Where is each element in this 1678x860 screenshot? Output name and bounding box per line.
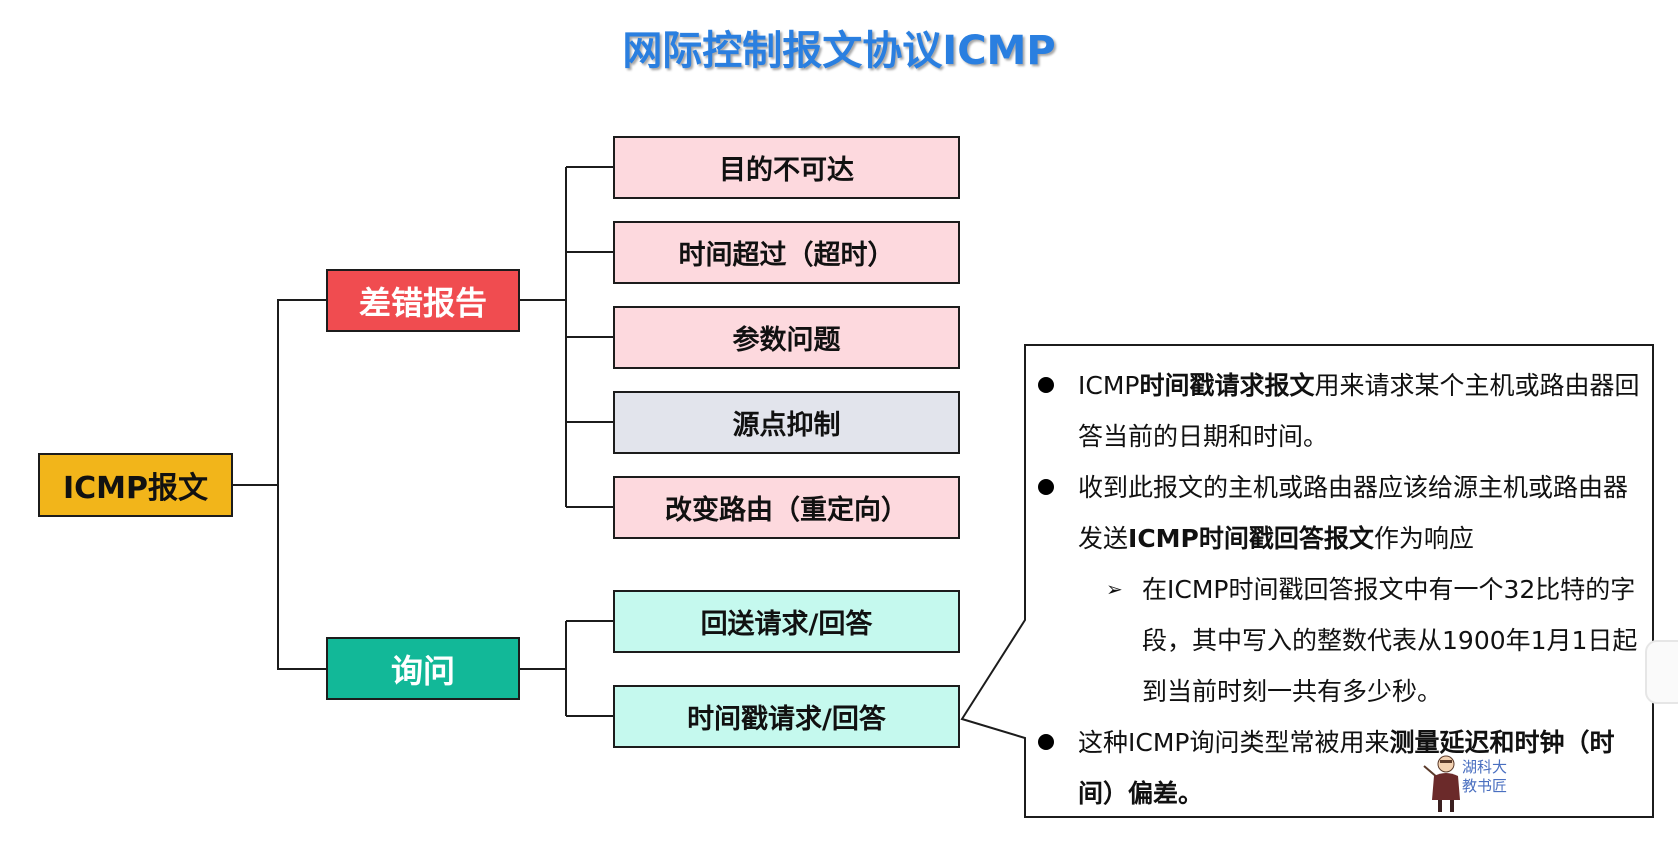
arrow-bullet-icon: ➢ <box>1106 577 1123 601</box>
leaf-redirect: 改变路由（重定向） <box>613 476 960 539</box>
leaf-time-exceeded: 时间超过（超时） <box>613 221 960 284</box>
leaf-echo-request-reply: 回送请求/回答 <box>613 590 960 653</box>
root-node-icmp-message: ICMP报文 <box>38 453 233 517</box>
watermark-line-1: 湖科大 <box>1462 758 1508 776</box>
watermark-label: 湖科大 教书匠 <box>1462 758 1507 796</box>
teacher-mascot-icon <box>1423 755 1460 812</box>
slide-title: 网际控制报文协议ICMP <box>622 28 1056 74</box>
bullet-1-text-a: ICMP <box>1078 371 1140 400</box>
callout-bullet-2: 收到此报文的主机或路由器应该给源主机或路由器发送ICMP时间戳回答报文作为响应 <box>1030 462 1650 564</box>
bullet-2-text-a: 收到此报文的主机或路由器应该给源主机或路由器发送 <box>1078 473 1629 553</box>
sub-bullet-text: 在ICMP时间戳回答报文中有一个32比特的字段，其中写入的整数代表从1900年1… <box>1142 575 1638 706</box>
leaf-destination-unreachable: 目的不可达 <box>613 136 960 199</box>
bullet-1-text-bold: 时间戳请求报文 <box>1139 371 1315 400</box>
category-error-report: 差错报告 <box>326 269 520 332</box>
leaf-source-quench: 源点抑制 <box>613 391 960 454</box>
bullet-3-text-bold: 测量延迟和时钟（时间）偏差。 <box>1078 728 1615 808</box>
callout-box-outline <box>960 344 1654 818</box>
bullet-dot-icon <box>1038 377 1054 393</box>
bullet-dot-icon <box>1038 479 1054 495</box>
callout-timestamp-explanation: ICMP时间戳请求报文用来请求某个主机或路由器回答当前的日期和时间。 收到此报文… <box>1030 360 1650 819</box>
leaf-timestamp-request-reply: 时间戳请求/回答 <box>613 685 960 748</box>
leaf-parameter-problem: 参数问题 <box>613 306 960 369</box>
callout-bullet-1: ICMP时间戳请求报文用来请求某个主机或路由器回答当前的日期和时间。 <box>1030 360 1650 462</box>
watermark-line-2: 教书匠 <box>1462 777 1508 795</box>
bullet-3-text-a: 这种ICMP询问类型常被用来 <box>1078 728 1390 757</box>
bullet-2-text-b: 作为响应 <box>1373 524 1474 553</box>
bullet-dot-icon <box>1038 734 1054 750</box>
connector-root-query <box>277 485 326 670</box>
bullet-1-text-b: 用来请求某个主机或路由器回答当前的日期和时间。 <box>1078 371 1640 451</box>
side-floating-widget[interactable] <box>1645 640 1678 704</box>
callout-sub-bullet: ➢ 在ICMP时间戳回答报文中有一个32比特的字段，其中写入的整数代表从1900… <box>1030 564 1650 717</box>
callout-bullet-3: 这种ICMP询问类型常被用来测量延迟和时钟（时间）偏差。 <box>1030 717 1650 819</box>
connector-root-error <box>233 299 326 486</box>
bullet-2-text-bold: ICMP时间戳回答报文 <box>1128 524 1374 553</box>
category-query: 询问 <box>326 637 520 700</box>
